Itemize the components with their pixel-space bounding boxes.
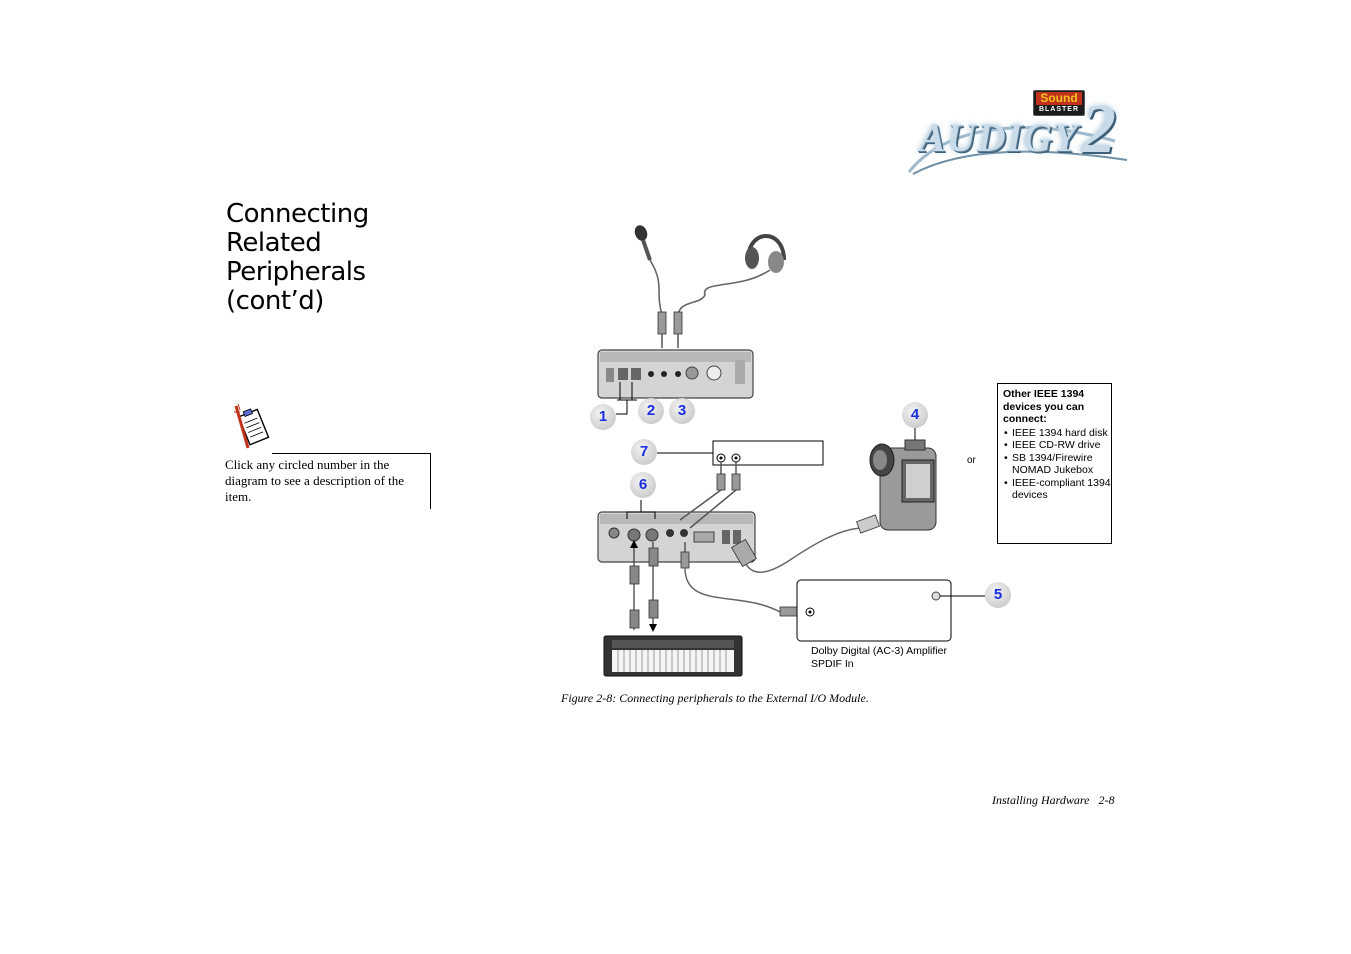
peripherals-diagram [597, 225, 985, 677]
camcorder-icon [869, 439, 937, 531]
callout-2[interactable]: 2 [638, 398, 664, 424]
list-item: SB 1394/Firewire NOMAD Jukebox [1003, 452, 1111, 477]
audigy2-logo: Sound BLASTER AUDIGY 2 [905, 86, 1135, 178]
amplifier-box [796, 579, 952, 642]
page-footer: Installing Hardware 2-8 [992, 793, 1115, 807]
microphone-icon [634, 225, 663, 316]
ieee-box-title: Other IEEE 1394 devices you can connect: [1003, 388, 1085, 425]
list-item: IEEE 1394 hard disk [1003, 427, 1111, 440]
figure-caption: Figure 2-8: Connecting peripherals to th… [561, 691, 869, 705]
callout-4[interactable]: 4 [902, 402, 928, 428]
callout-1[interactable]: 1 [590, 404, 616, 430]
list-item: IEEE-compliant 1394 devices [1003, 477, 1111, 502]
amplifier-label: Dolby Digital (AC-3) Amplifier SPDIF In [811, 645, 947, 670]
logo-swoosh-icon [907, 126, 1128, 175]
tip-divider [272, 453, 430, 454]
logo-badge-bottom: BLASTER [1038, 106, 1080, 113]
logo-number: 2 [1081, 91, 1116, 168]
logo-badge-top: Sound [1036, 92, 1082, 105]
callout-3[interactable]: 3 [669, 398, 695, 424]
io-module-back [597, 511, 756, 563]
io-module-front [597, 349, 754, 399]
notepad-pencil-icon [234, 403, 270, 449]
tip-vertical-divider [430, 453, 431, 509]
logo-word: AUDIGY [919, 115, 1079, 160]
callout-7[interactable]: 7 [631, 439, 657, 465]
sound-blaster-badge: Sound BLASTER [1033, 90, 1085, 116]
ieee-devices-box: Other IEEE 1394 devices you can connect:… [997, 383, 1112, 544]
ieee-device-list: IEEE 1394 hard disk IEEE CD-RW drive SB … [1003, 427, 1111, 502]
tip-text: Click any circled number in the diagram … [225, 457, 405, 504]
or-label: or [967, 455, 976, 466]
callout-6[interactable]: 6 [630, 472, 656, 498]
callout-5[interactable]: 5 [985, 582, 1011, 608]
headphones-icon [677, 234, 786, 316]
page-title: Connecting Related Peripherals (cont’d) [226, 199, 369, 316]
midi-keyboard-icon [603, 635, 743, 677]
list-item: IEEE CD-RW drive [1003, 439, 1111, 452]
